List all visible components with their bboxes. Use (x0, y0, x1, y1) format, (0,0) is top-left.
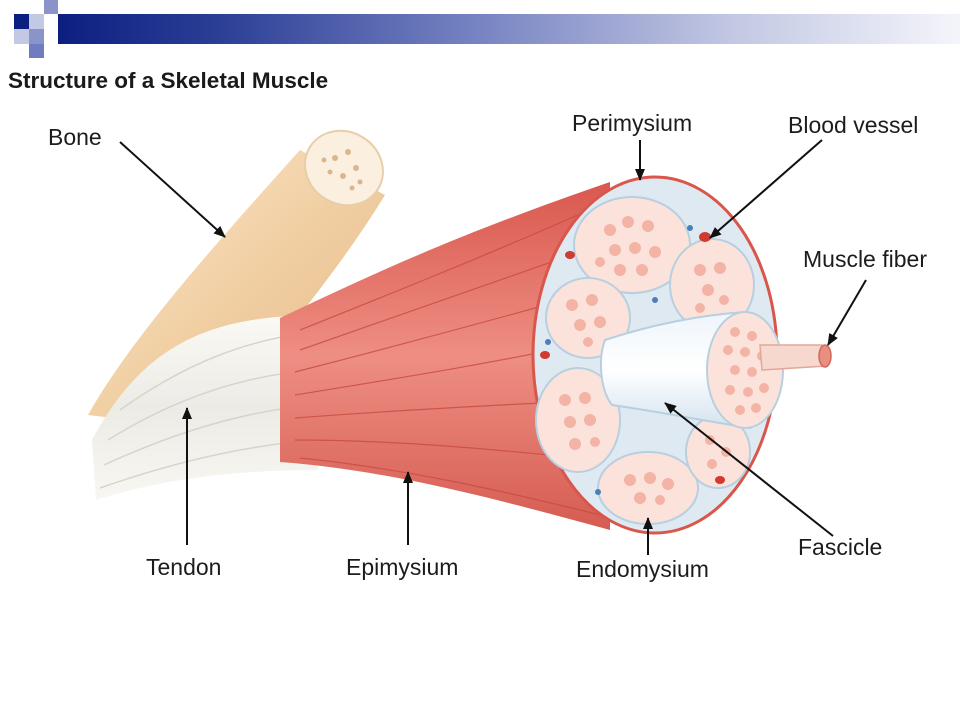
label-epimysium: Epimysium (346, 554, 459, 580)
label-bone: Bone (48, 124, 102, 150)
header-square-dark (14, 14, 29, 29)
header-square-mid (29, 44, 44, 58)
header-gradient-bar (58, 14, 960, 44)
label-blood-vessel: Blood vessel (788, 112, 919, 138)
header-square-light (14, 29, 29, 44)
label-endomysium: Endomysium (576, 556, 709, 582)
label-perimysium: Perimysium (572, 110, 693, 136)
muscle-fiber-shape (759, 344, 832, 371)
header-square-mid (29, 29, 44, 44)
callout-arrows (119, 139, 867, 555)
slide-header (0, 0, 960, 60)
label-tendon: Tendon (146, 554, 222, 580)
header-square-mid (44, 0, 58, 14)
label-muscle-fiber: Muscle fiber (803, 246, 927, 272)
header-square-light (29, 14, 44, 29)
fascicle-shape (600, 310, 784, 430)
muscle-illustration (88, 129, 867, 555)
label-fascicle: Fascicle (798, 534, 883, 560)
diagram-title: Structure of a Skeletal Muscle (8, 68, 329, 93)
